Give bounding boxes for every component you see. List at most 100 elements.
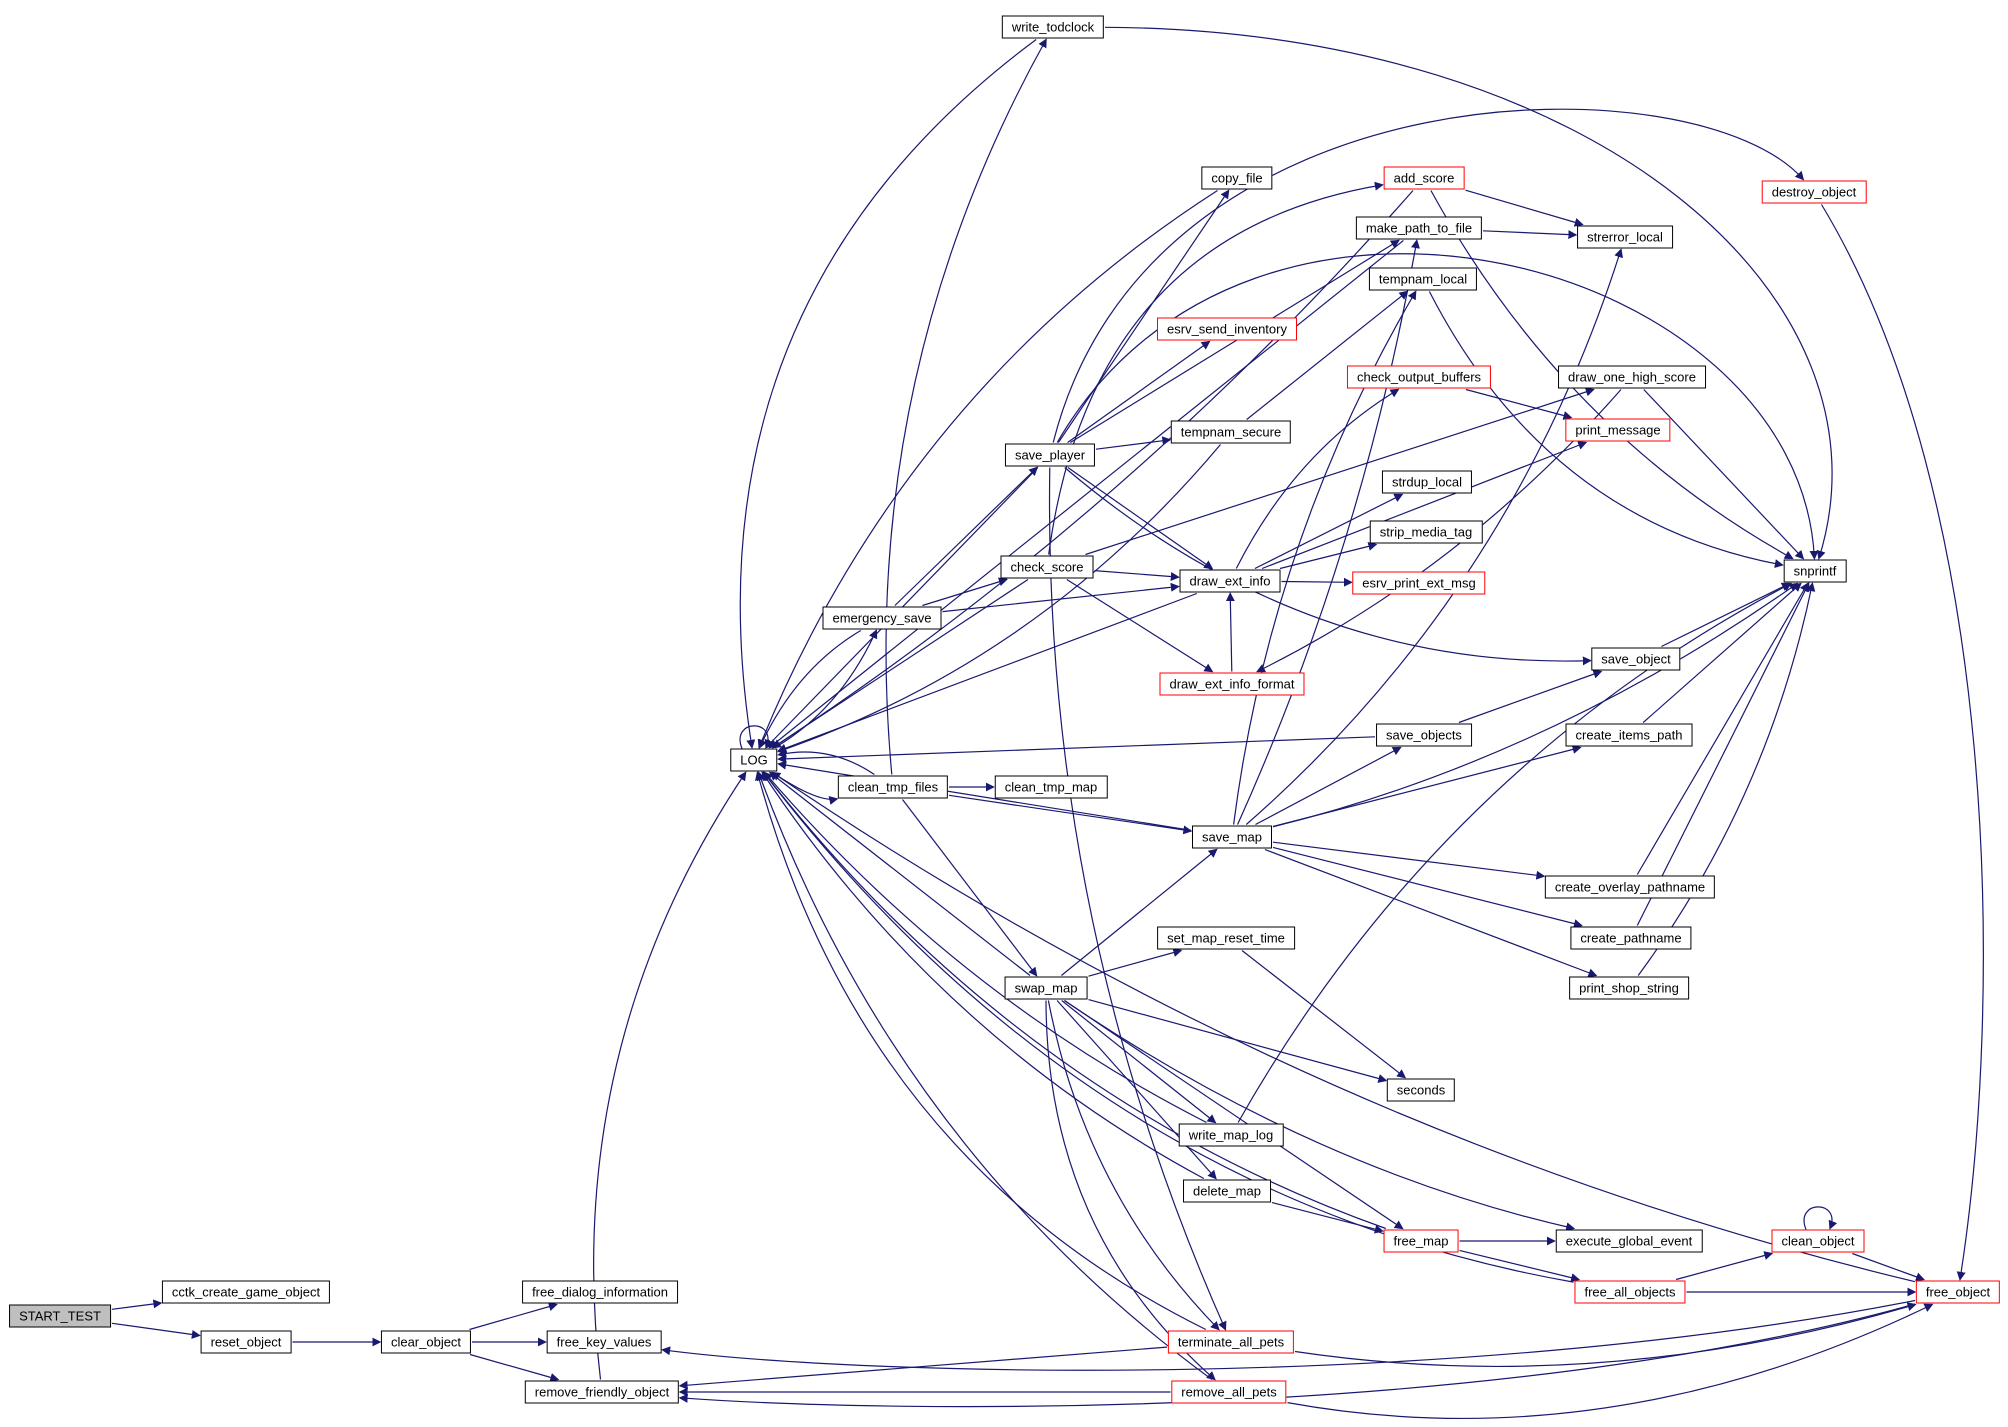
- node-strerror_local[interactable]: strerror_local: [1577, 225, 1673, 249]
- node-clean_object[interactable]: clean_object: [1771, 1229, 1865, 1253]
- edge-emergency_save-to-check_score: [922, 577, 1008, 607]
- edge-emergency_save-to-LOG: [758, 629, 862, 749]
- node-draw_ext_info_format[interactable]: draw_ext_info_format: [1159, 672, 1305, 696]
- edge-free_all_objects-to-LOG: [762, 771, 1574, 1283]
- edge-clean_tmp_files-to-swap_map: [902, 799, 1038, 977]
- edge-clean_tmp_files-to-write_todclock: [885, 38, 1047, 775]
- node-save_object[interactable]: save_object: [1591, 647, 1681, 671]
- node-save_map[interactable]: save_map: [1192, 825, 1272, 849]
- edge-draw_one_high_score-to-snprintf: [1643, 389, 1805, 560]
- node-terminate_all_pets[interactable]: terminate_all_pets: [1167, 1330, 1295, 1354]
- node-clean_tmp_map[interactable]: clean_tmp_map: [994, 775, 1108, 799]
- edge-tempnam_secure-to-tempnam_local: [1246, 290, 1409, 420]
- edge-save_player-to-esrv_send_inventory: [1067, 340, 1211, 443]
- edge-save_player-to-copy_file: [1057, 189, 1230, 443]
- edge-save_map-to-tempnam_local: [1233, 290, 1417, 825]
- node-draw_ext_info[interactable]: draw_ext_info: [1179, 569, 1281, 593]
- edge-draw_ext_info-to-print_message: [1261, 441, 1588, 570]
- node-copy_file[interactable]: copy_file: [1201, 166, 1273, 190]
- node-print_message[interactable]: print_message: [1565, 418, 1671, 442]
- edge-clean_object-to-free_object: [1852, 1252, 1925, 1282]
- node-snprintf[interactable]: snprintf: [1783, 559, 1847, 583]
- node-print_shop_string[interactable]: print_shop_string: [1569, 976, 1689, 1000]
- node-emergency_save[interactable]: emergency_save: [822, 606, 942, 630]
- edge-check_score-to-draw_ext_info_format: [1066, 578, 1214, 673]
- edge-clean_tmp_files-to-save_map: [948, 794, 1193, 835]
- node-remove_friendly_object[interactable]: remove_friendly_object: [524, 1380, 680, 1404]
- edge-save_objects-to-LOG: [777, 736, 1376, 764]
- edge-tempnam_secure-to-LOG: [777, 444, 1221, 754]
- node-clear_object[interactable]: clear_object: [380, 1330, 472, 1354]
- node-cctk_create_game_object[interactable]: cctk_create_game_object: [161, 1280, 331, 1304]
- edge-add_score-to-strerror_local: [1465, 189, 1584, 227]
- node-free_object[interactable]: free_object: [1915, 1280, 2001, 1304]
- edge-delete_map-to-free_map: [1271, 1202, 1384, 1234]
- edge-check_output_buffers-to-print_message: [1465, 388, 1573, 420]
- edge-write_todclock-to-LOG: [739, 39, 1037, 749]
- edge-save_map-to-create_overlay_pathname: [1272, 841, 1546, 880]
- edge-tempnam_local-to-snprintf: [1428, 291, 1784, 569]
- node-write_map_log[interactable]: write_map_log: [1178, 1123, 1284, 1147]
- node-free_map[interactable]: free_map: [1383, 1229, 1459, 1253]
- node-free_key_values[interactable]: free_key_values: [546, 1330, 662, 1354]
- node-LOG[interactable]: LOG: [730, 748, 778, 772]
- node-execute_global_event[interactable]: execute_global_event: [1555, 1229, 1703, 1253]
- edge-make_path_to_file-to-strerror_local: [1482, 230, 1578, 240]
- node-add_score[interactable]: add_score: [1383, 166, 1465, 190]
- node-clean_tmp_files[interactable]: clean_tmp_files: [837, 775, 949, 799]
- edge-LOG-to-clean_tmp_files: [772, 772, 839, 805]
- edge-save_player-to-save_object: [1064, 467, 1592, 666]
- node-strip_media_tag[interactable]: strip_media_tag: [1369, 520, 1483, 544]
- edge-draw_ext_info-to-strdup_local: [1254, 493, 1404, 570]
- edge-free_all_objects-to-clean_object: [1675, 1251, 1774, 1281]
- edge-remove_all_pets-to-free_object: [1287, 1303, 1934, 1420]
- edge-clear_object-to-remove_friendly_object: [469, 1353, 560, 1382]
- node-create_pathname[interactable]: create_pathname: [1570, 926, 1692, 950]
- edge-swap_map-to-terminate_all_pets: [1047, 1000, 1220, 1331]
- node-create_items_path[interactable]: create_items_path: [1565, 723, 1693, 747]
- node-save_objects[interactable]: save_objects: [1376, 723, 1472, 747]
- edge-free_object-to-remove_friendly_object: [678, 1303, 1916, 1408]
- node-draw_one_high_score[interactable]: draw_one_high_score: [1558, 365, 1706, 389]
- node-seconds[interactable]: seconds: [1386, 1078, 1456, 1102]
- node-free_all_objects[interactable]: free_all_objects: [1574, 1280, 1686, 1304]
- edge-swap_map-to-LOG: [768, 771, 1031, 976]
- edge-create_pathname-to-snprintf: [1636, 582, 1810, 926]
- edge-save_map-to-save_objects: [1255, 746, 1402, 826]
- node-check_score[interactable]: check_score: [1000, 555, 1094, 579]
- node-free_dialog_information[interactable]: free_dialog_information: [522, 1280, 678, 1304]
- edge-save_player-to-draw_ext_info: [1067, 467, 1214, 570]
- node-destroy_object[interactable]: destroy_object: [1761, 180, 1867, 204]
- node-make_path_to_file[interactable]: make_path_to_file: [1355, 216, 1483, 240]
- node-delete_map[interactable]: delete_map: [1183, 1179, 1271, 1203]
- node-esrv_print_ext_msg[interactable]: esrv_print_ext_msg: [1352, 571, 1486, 595]
- node-strdup_local[interactable]: strdup_local: [1381, 470, 1473, 494]
- edge-draw_ext_info_format-to-draw_ext_info: [1225, 592, 1235, 672]
- node-save_player[interactable]: save_player: [1004, 443, 1096, 467]
- edge-make_path_to_file-to-LOG: [768, 240, 1404, 749]
- edge-free_map-to-LOG: [762, 771, 1387, 1230]
- node-create_overlay_pathname[interactable]: create_overlay_pathname: [1544, 875, 1716, 899]
- node-swap_map[interactable]: swap_map: [1004, 976, 1088, 1000]
- node-tempnam_local[interactable]: tempnam_local: [1368, 267, 1478, 291]
- edge-START_TEST-to-cctk_create_game_object: [111, 1299, 163, 1310]
- node-esrv_send_inventory[interactable]: esrv_send_inventory: [1157, 317, 1297, 341]
- edge-emergency_save-to-save_player: [894, 466, 1039, 606]
- edge-check_score-to-draw_one_high_score: [1085, 387, 1595, 556]
- node-write_todclock[interactable]: write_todclock: [1001, 15, 1105, 39]
- node-remove_all_pets[interactable]: remove_all_pets: [1171, 1380, 1287, 1404]
- edge-swap_map-to-seconds: [1088, 999, 1388, 1083]
- edge-clean_object-to-clean_object: [1803, 1206, 1838, 1230]
- node-check_output_buffers[interactable]: check_output_buffers: [1346, 365, 1492, 389]
- edge-terminate_all_pets-to-LOG: [755, 771, 1207, 1331]
- node-tempnam_secure[interactable]: tempnam_secure: [1170, 420, 1292, 444]
- edge-add_score-to-snprintf: [1430, 190, 1794, 560]
- node-set_map_reset_time[interactable]: set_map_reset_time: [1157, 926, 1295, 950]
- edge-save_player-to-snprintf: [1056, 253, 1819, 560]
- edge-draw_ext_info-to-esrv_print_ext_msg: [1281, 577, 1353, 587]
- edge-swap_map-to-save_map: [1061, 848, 1218, 976]
- edge-free_object-to-free_key_values: [661, 1299, 1916, 1371]
- edge-save_map-to-print_shop_string: [1264, 848, 1598, 977]
- node-reset_object[interactable]: reset_object: [200, 1330, 292, 1354]
